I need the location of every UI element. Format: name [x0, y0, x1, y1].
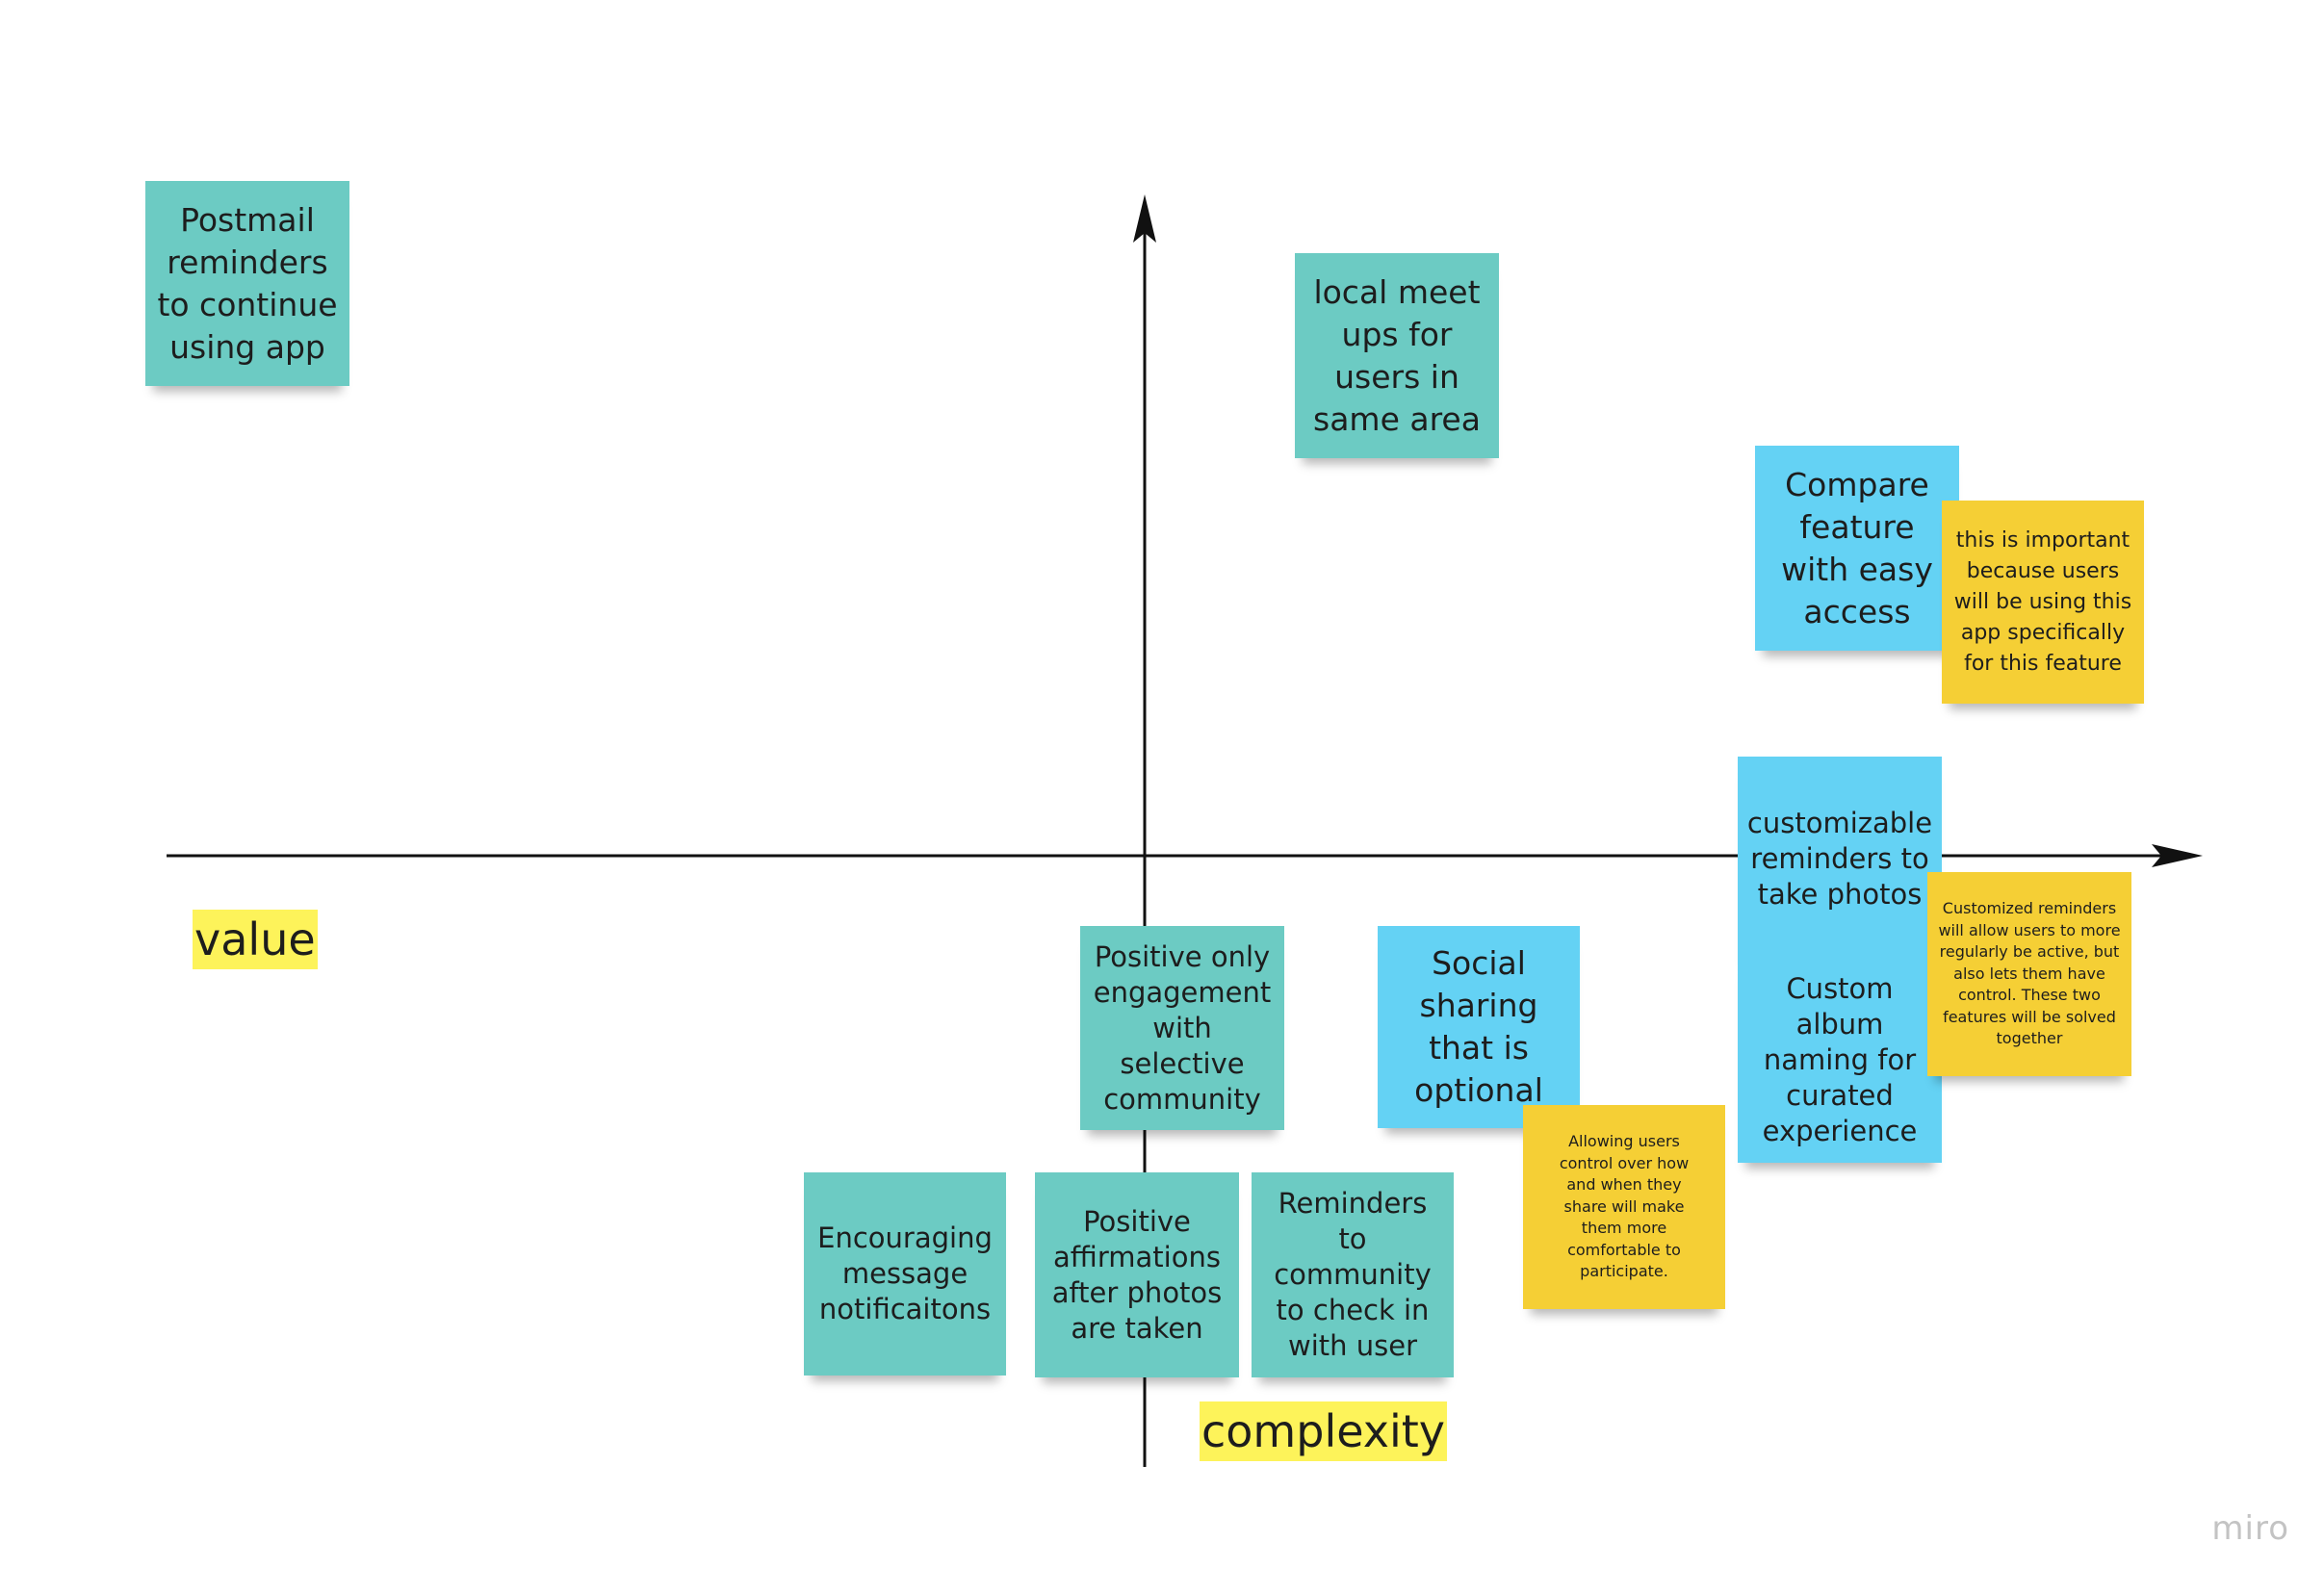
sticky-note-custom-album-naming[interactable]: Custom album naming for curated experien… [1738, 958, 1942, 1163]
y-axis-arrowhead [1133, 194, 1156, 243]
sticky-note-social-sharing[interactable]: Social sharing that is optional [1378, 926, 1580, 1128]
value-axis-label: value [193, 910, 318, 969]
sticky-note-postmail-reminders[interactable]: Postmail reminders to continue using app [145, 181, 349, 386]
sticky-note-social-sharing-comment[interactable]: Allowing users control over how and when… [1523, 1105, 1725, 1309]
sticky-note-compare-comment[interactable]: this is important because users will be … [1942, 501, 2144, 704]
sticky-note-customized-reminders-comment[interactable]: Customized reminders will allow users to… [1927, 872, 2131, 1076]
sticky-note-positive-only-engagement[interactable]: Positive only engagement with selective … [1080, 926, 1284, 1130]
sticky-note-community-checkin[interactable]: Reminders to community to check in with … [1252, 1172, 1454, 1377]
x-axis-arrowhead [2152, 844, 2203, 867]
sticky-note-encouraging-message[interactable]: Encouraging message notificaitons [804, 1172, 1006, 1375]
sticky-note-compare-feature[interactable]: Compare feature with easy access [1755, 446, 1959, 651]
sticky-note-positive-affirmations[interactable]: Positive affirmations after photos are t… [1035, 1172, 1239, 1377]
sticky-note-local-meetups[interactable]: local meet ups for users in same area [1295, 253, 1499, 458]
complexity-axis-label: complexity [1200, 1401, 1447, 1461]
sticky-note-customizable-reminders[interactable]: customizable reminders to take photos [1738, 757, 1942, 961]
miro-watermark: miro [2211, 1509, 2289, 1548]
